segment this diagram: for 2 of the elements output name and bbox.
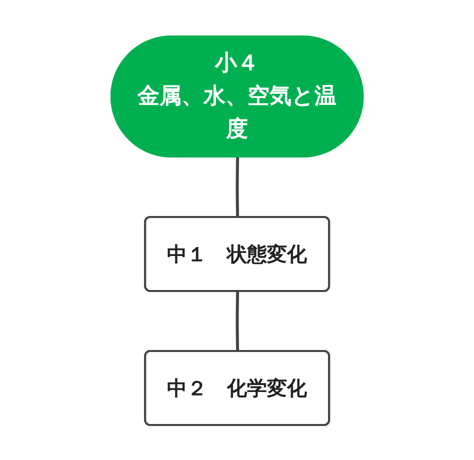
connector	[236, 290, 239, 352]
connector	[236, 156, 239, 218]
